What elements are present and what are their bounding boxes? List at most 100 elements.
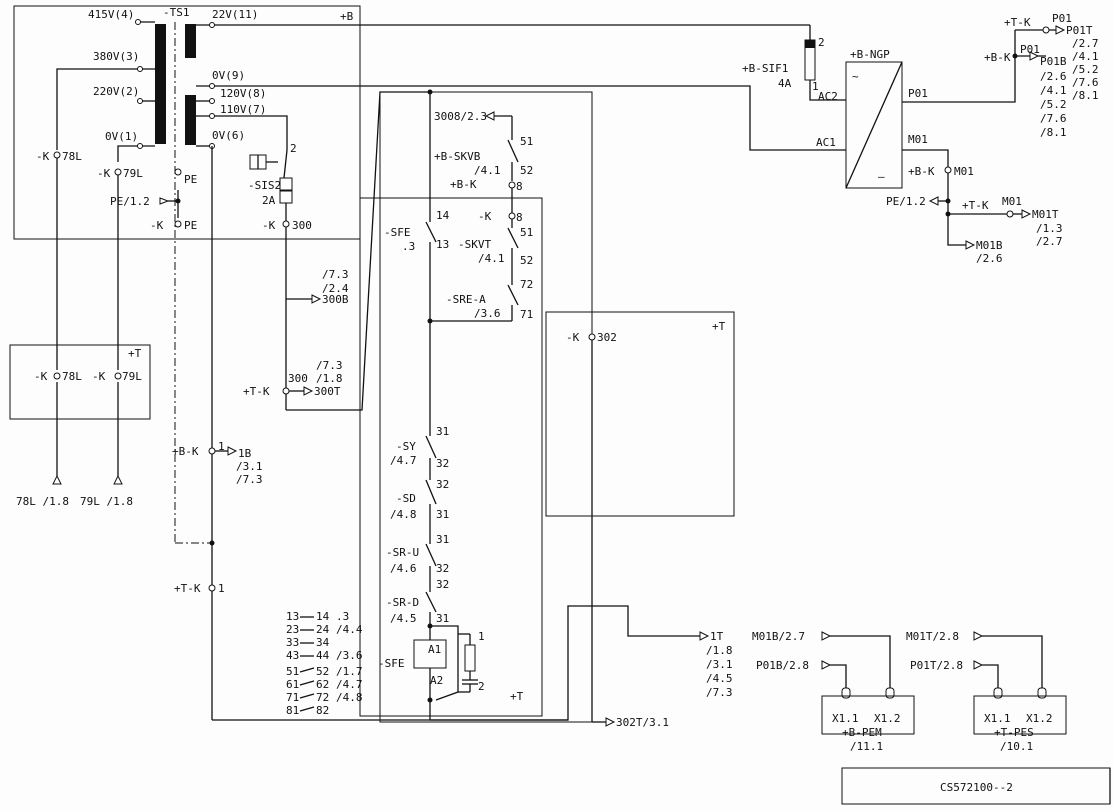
pes-x2: X1.2 xyxy=(1026,712,1053,725)
terminal-79l xyxy=(114,168,122,176)
ref-1t-r1: /3.1 xyxy=(706,658,733,671)
ref-300t-k: +T-K xyxy=(243,385,270,398)
pem-module xyxy=(821,695,915,735)
t-box-k1: -K xyxy=(34,370,48,383)
ref-300t-1: /7.3 xyxy=(316,359,343,372)
ngp-name: +B-NGP xyxy=(850,48,890,61)
sif1-name: +B-SIF1 xyxy=(742,62,788,75)
ngp-ac1: AC1 xyxy=(816,136,836,149)
tap-380v: 380V(3) xyxy=(93,50,139,63)
t-terminal-box xyxy=(9,344,151,420)
pes-name: +T-PES xyxy=(994,726,1034,739)
k8-k: -K xyxy=(478,210,492,223)
ngp-m01: M01 xyxy=(908,133,928,146)
ct-1b: 24 xyxy=(316,623,330,636)
srd-name: -SR-D xyxy=(386,596,419,609)
transformer-secondary-upper xyxy=(185,24,196,58)
control-outer-frame xyxy=(379,91,593,723)
control-t-enclosure xyxy=(359,197,543,717)
p01b-r1: /4.1 xyxy=(1040,84,1067,97)
ct-5r: /4.7 xyxy=(336,678,363,691)
sy-p1: 31 xyxy=(436,425,449,438)
pes-module xyxy=(973,695,1067,735)
bk1-r1: /3.1 xyxy=(236,460,263,473)
b-enclosure xyxy=(13,5,361,240)
sy-name: -SY xyxy=(396,440,416,453)
wire-0v-9 xyxy=(196,85,846,151)
srd-ref: /4.5 xyxy=(390,612,417,625)
p01b-k: +B-K xyxy=(984,51,1011,64)
ct-2a: 33 xyxy=(286,636,299,649)
ref-300t-tag: 300T xyxy=(314,385,341,398)
srd-p1: 32 xyxy=(436,578,449,591)
sd-p2: 31 xyxy=(436,508,449,521)
skvb-name: +B-SKVB xyxy=(434,150,481,163)
terminal-pe-bottom xyxy=(174,220,182,228)
sru-name: -SR-U xyxy=(386,546,419,559)
p01t-r4: /8.1 xyxy=(1072,89,1099,102)
p01t-k: +T-K xyxy=(1004,16,1031,29)
tk1-k: +T-K xyxy=(174,582,201,595)
ct-6b: 72 xyxy=(316,691,329,704)
coil-a1: A1 xyxy=(428,643,441,656)
terminal-79l-label: 79L xyxy=(123,167,143,180)
k302-k: -K xyxy=(566,331,580,344)
ct-6r: /4.8 xyxy=(336,691,363,704)
tap-0v-6: 0V(6) xyxy=(212,129,245,142)
sre-ref: /3.6 xyxy=(474,307,501,320)
ref-300t-2: /1.8 xyxy=(316,372,343,385)
sru-p1: 31 xyxy=(436,533,449,546)
transformer-name: -TS1 xyxy=(163,6,190,19)
ct-3b: 44 xyxy=(316,649,330,662)
ref-78l: 78L /1.8 xyxy=(16,495,69,508)
tap-220v: 220V(2) xyxy=(93,85,139,98)
sre-name: -SRE-A xyxy=(446,293,486,306)
ref-79l-arrow xyxy=(113,474,123,485)
t-box-78l-terminal xyxy=(53,372,61,380)
m01-tk: +T-K xyxy=(962,199,989,212)
pes-in2: P01T/2.8 xyxy=(910,659,963,672)
pes-x1: X1.1 xyxy=(984,712,1011,725)
skvt-p1: 51 xyxy=(520,226,533,239)
pem-x1: X1.1 xyxy=(832,712,859,725)
skvt-ref: /4.1 xyxy=(478,252,505,265)
ct-7b: 82 xyxy=(316,704,329,717)
ct-3r: /3.6 xyxy=(336,649,363,662)
tap-415v: 415V(4) xyxy=(88,8,134,21)
m01-pe-ref: PE/1.2 xyxy=(886,195,926,208)
sfe-name: -SFE xyxy=(384,226,411,239)
ref-1t-r3: /7.3 xyxy=(706,686,733,699)
sru-ref: /4.6 xyxy=(390,562,417,575)
t-box-n2: 79L xyxy=(122,370,142,383)
skvb-p1: 51 xyxy=(520,135,533,148)
srd-p2: 31 xyxy=(436,612,449,625)
bk1-tag: 1B xyxy=(238,447,252,460)
m01t-r1: /2.7 xyxy=(1036,235,1063,248)
m01t-r0: /1.3 xyxy=(1036,222,1063,235)
ct-5a: 61 xyxy=(286,678,299,691)
transformer-secondary-lower xyxy=(185,95,196,145)
skvt-name: -SKVT xyxy=(458,238,491,251)
t-box-k2: -K xyxy=(92,370,106,383)
pes-in1: M01T/2.8 xyxy=(906,630,959,643)
ngp-p01: P01 xyxy=(908,87,928,100)
p01b-r3: /7.6 xyxy=(1040,112,1067,125)
pes-x12-terminal xyxy=(1037,687,1047,699)
p01b-r2: /5.2 xyxy=(1040,98,1067,111)
k302-n: 302 xyxy=(597,331,617,344)
sru-p2: 32 xyxy=(436,562,449,575)
fuse-p1: 1 xyxy=(812,80,819,93)
ct-0a: 13 xyxy=(286,610,299,623)
k302-t-enclosure xyxy=(545,311,735,517)
terminal-pe-top xyxy=(174,168,182,176)
drawing-number: CS572100--2 xyxy=(940,781,1013,794)
terminal-pe-label: PE xyxy=(184,173,197,186)
ngp-dc-symbol: — xyxy=(878,170,885,183)
sre-p1: 72 xyxy=(520,278,533,291)
pem-in1: M01B/2.7 xyxy=(752,630,805,643)
m01-tk-n: M01 xyxy=(1002,195,1022,208)
ct-4r: /1.7 xyxy=(336,665,363,678)
p01b-n: P01 xyxy=(1020,43,1040,56)
tap-0v-9: 0V(9) xyxy=(212,69,245,82)
